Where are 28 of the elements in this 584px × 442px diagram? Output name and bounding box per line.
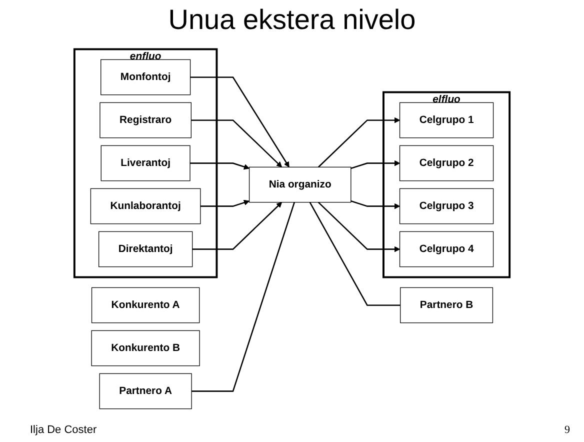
arrow: [192, 202, 282, 250]
arrow: [318, 117, 400, 168]
node-box: Kunlaborantoj: [90, 188, 201, 224]
connector: [309, 202, 400, 306]
arrow: [190, 162, 250, 170]
arrow: [318, 202, 400, 252]
node-box: Partnero A: [99, 373, 192, 410]
node-box: Celgrupo 1: [399, 102, 494, 138]
node-box: Konkurento B: [91, 330, 200, 366]
arrow: [350, 160, 400, 170]
arrow: [350, 200, 400, 210]
author-name: Ilja De Coster: [30, 424, 97, 436]
node-box: Celgrupo 4: [399, 231, 494, 268]
node-box: Monfontoj: [100, 59, 191, 96]
node-box: Celgrupo 2: [399, 145, 494, 182]
page-number: 9: [564, 424, 570, 436]
node-box: Registraro: [100, 102, 192, 138]
node-box: Konkurento A: [91, 287, 200, 324]
node-box: Direktantoj: [98, 231, 193, 268]
node-box: Nia organizo: [248, 166, 352, 203]
node-box: Celgrupo 3: [399, 188, 494, 224]
connector: [192, 202, 295, 392]
node-box: Liverantoj: [100, 145, 190, 182]
arrow: [190, 76, 290, 168]
arrow: [191, 120, 282, 168]
arrow: [200, 200, 250, 207]
slide-title: Unua ekstera nivelo: [167, 4, 417, 36]
node-box: Partnero B: [400, 287, 494, 324]
